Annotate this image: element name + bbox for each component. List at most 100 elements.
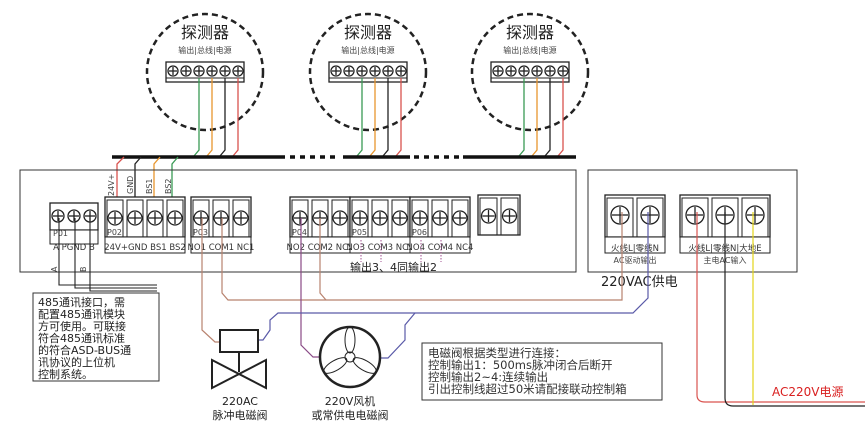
wire-label-bs2: BS2 [164,178,173,194]
screw-icon[interactable] [213,210,229,226]
screw-icon[interactable] [232,65,244,77]
screw-icon[interactable] [505,65,517,77]
terminal-unlabeled[interactable] [477,194,521,236]
wire-label-a: A [50,266,59,272]
wire-bs2 [518,78,525,157]
control-note-box [421,342,663,401]
terminal-labels: 火线L|零线N [611,243,659,254]
wire-mains-n [724,212,865,407]
terminal-body [349,196,411,254]
screw-icon[interactable] [219,65,231,77]
wire-no1-to-valve [201,218,220,343]
screw-icon[interactable] [127,210,143,226]
terminal-body [190,196,252,254]
wire-24v [395,78,402,157]
terminal-id: P04 [292,228,307,237]
screw-icon[interactable] [343,65,355,77]
rs485-wires [58,218,157,292]
screw-icon[interactable] [382,65,394,77]
screw-icon[interactable] [332,210,348,226]
screw-icon[interactable] [640,205,660,225]
screw-icon[interactable] [518,65,530,77]
screw-icon[interactable] [167,210,183,226]
detector-title: 探测器 [344,23,392,42]
screw-icon[interactable] [292,210,308,226]
rs485-note: 485通讯接口，需 配置485通讯模块 方可使用。可联接 符合485通讯标准 的… [38,296,131,381]
wire-gnd [382,78,389,157]
detector-1: 探测器 输出|总线|电源 [145,12,265,132]
detector-title: 探测器 [181,23,229,42]
terminal-p03[interactable]: P03 NO1 COM1 NC1 [188,196,255,254]
terminal-body [477,194,521,236]
detector-3: 探测器 输出|总线|电源 [470,12,590,132]
controller-main-board [19,169,577,273]
screw-icon[interactable] [501,208,518,224]
note-line: 引出控制线超过50米请配接联动控制箱 [428,382,627,396]
terminal-p01[interactable]: P01 A PGND B [49,202,99,253]
screw-icon[interactable] [745,205,765,225]
screw-icon[interactable] [67,209,81,223]
note-line: 符合485通讯标准 [38,331,125,345]
wire-bs2 [356,78,363,157]
wire-bs1 [369,78,376,157]
note-line: 配置485通讯模块 [38,308,125,321]
screw-icon[interactable] [557,65,569,77]
terminal-body [409,196,471,254]
screw-icon[interactable] [412,210,428,226]
screw-icon[interactable] [51,209,65,223]
wire-24v [557,78,564,157]
screw-icon[interactable] [392,210,408,226]
terminal-id: P01 [53,229,68,238]
valve-label-2: 脉冲电磁阀 [213,408,268,422]
screw-icon[interactable] [544,65,556,77]
screw-icon[interactable] [395,65,407,77]
wire-label-b: B [79,267,88,273]
wire-com2-to-ac-l [319,218,327,301]
outputs-note: 输出3、4同输出2 [350,260,437,274]
screw-icon[interactable] [492,65,504,77]
screw-icon[interactable] [372,210,388,226]
terminal-labels: A PGND B [53,243,95,253]
screw-icon[interactable] [610,205,630,225]
screw-icon[interactable] [193,65,205,77]
screw-icon[interactable] [233,210,249,226]
screw-icon[interactable] [352,210,368,226]
screw-icon[interactable] [480,208,497,224]
fan-icon [318,325,382,389]
terminal-body [104,196,186,254]
wire-bs1 [206,78,213,157]
note-line: 485通讯接口，需 [38,296,125,309]
screw-icon[interactable] [369,65,381,77]
terminal-p02[interactable]: P02 24V+GND BS1 BS2 [104,196,186,254]
terminal-p06[interactable]: P06 NO4 COM4 NC4 [407,196,474,254]
screw-icon[interactable] [206,65,218,77]
wire-label-gnd: GND [126,176,135,194]
screw-icon[interactable] [356,65,368,77]
note-line: 讯协议的上位机 [38,355,115,369]
note-line: 方可使用。可联接 [38,319,126,333]
wire-gnd [134,156,142,212]
rs485-note-box [32,292,160,382]
screw-icon[interactable] [180,65,192,77]
detector-boundary [470,12,590,132]
screw-icon[interactable] [452,210,468,226]
screw-icon[interactable] [167,65,179,77]
detector-boundary [145,12,265,132]
screw-icon[interactable] [193,210,209,226]
wire-fan-n [380,312,416,359]
screw-icon[interactable] [531,65,543,77]
screw-icon[interactable] [330,65,342,77]
screw-icon[interactable] [107,210,123,226]
screw-icon[interactable] [685,205,705,225]
note-line: 控制输出1：500ms脉冲闭合后断开 [428,358,612,372]
terminal-id: P06 [412,228,427,237]
wire-gnd [219,78,226,157]
screw-icon[interactable] [432,210,448,226]
output-wires [201,212,865,407]
screw-icon[interactable] [147,210,163,226]
wire-bs2 [171,156,179,212]
terminal-labels: 24V+GND BS1 BS2 [104,243,186,253]
terminal-ac-output[interactable]: 火线L|零线N AC驱动输出 [604,194,666,265]
terminal-p05[interactable]: P05 NO3 COM3 NC3 [347,196,414,254]
wire-com1-to-ac-l [221,212,623,301]
